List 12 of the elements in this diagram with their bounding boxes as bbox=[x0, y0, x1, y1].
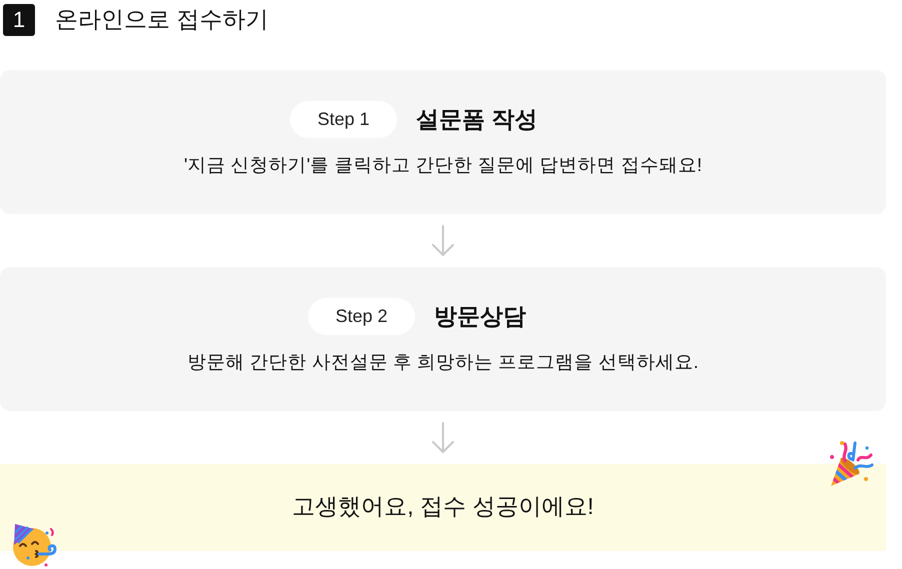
success-message: 고생했어요, 접수 성공이에요! bbox=[292, 493, 594, 521]
step-heading: 방문상담 bbox=[434, 303, 526, 331]
section-title: 온라인으로 접수하기 bbox=[55, 6, 268, 34]
success-banner bbox=[0, 464, 886, 551]
arrow bbox=[432, 225, 454, 256]
step-description: '지금 신청하기'를 클릭하고 간단한 질문에 답변하면 접수돼요! bbox=[184, 154, 702, 176]
step-description: 방문해 간단한 사전설문 후 희망하는 프로그램을 선택하세요. bbox=[188, 350, 698, 374]
step-badge: Step 1 bbox=[290, 101, 397, 138]
step-heading: 설문폼 작성 bbox=[416, 106, 538, 134]
step-badge: Step 2 bbox=[308, 298, 415, 335]
arrow bbox=[432, 422, 454, 453]
number-badge: 1 bbox=[3, 4, 35, 36]
